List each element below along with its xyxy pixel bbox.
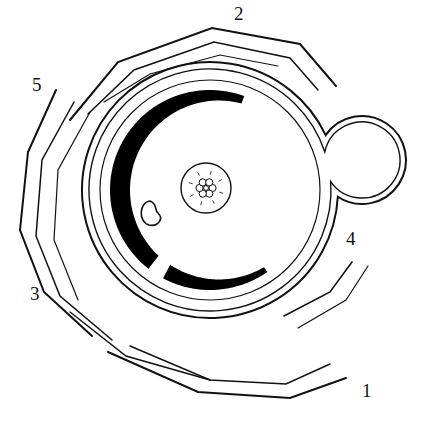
dark-crescent [110, 90, 244, 269]
membrane-ring [100, 80, 320, 300]
wall-layer-arc [70, 312, 210, 380]
wall-layer-arc [104, 55, 278, 102]
wall-layer-arc [298, 266, 368, 328]
callout-number: 2 [232, 3, 246, 24]
nuclear-detail [218, 180, 222, 182]
wall-layer-arc [70, 28, 336, 120]
nuclear-detail [190, 195, 194, 197]
cell-wall [89, 69, 400, 311]
nuclear-detail [213, 200, 215, 204]
callout-number: 3 [28, 283, 42, 304]
callout-number: 1 [360, 380, 374, 401]
wall-layer-arc [130, 346, 330, 384]
wall-layer-arc [108, 352, 346, 398]
nuclear-detail [201, 201, 202, 205]
nuclear-detail [219, 192, 223, 193]
wall-layer-arc [284, 262, 352, 316]
wall-layer-arc [54, 112, 90, 300]
nucleolus-center [204, 186, 209, 191]
wall-layer-arc [36, 102, 112, 340]
nuclear-detail [198, 172, 200, 176]
callout-number: 4 [344, 228, 358, 249]
nuclear-detail [210, 171, 211, 175]
wall-layer-arc [88, 42, 318, 114]
callout-number: 5 [30, 74, 44, 95]
dark-crescent [163, 265, 267, 290]
wall-layer-arc [20, 90, 92, 336]
nuclear-detail [189, 183, 193, 184]
nucleus [181, 163, 231, 213]
cell-wall [82, 62, 406, 318]
nucleolus-lobe [206, 179, 213, 186]
vacuole-body [141, 201, 160, 225]
